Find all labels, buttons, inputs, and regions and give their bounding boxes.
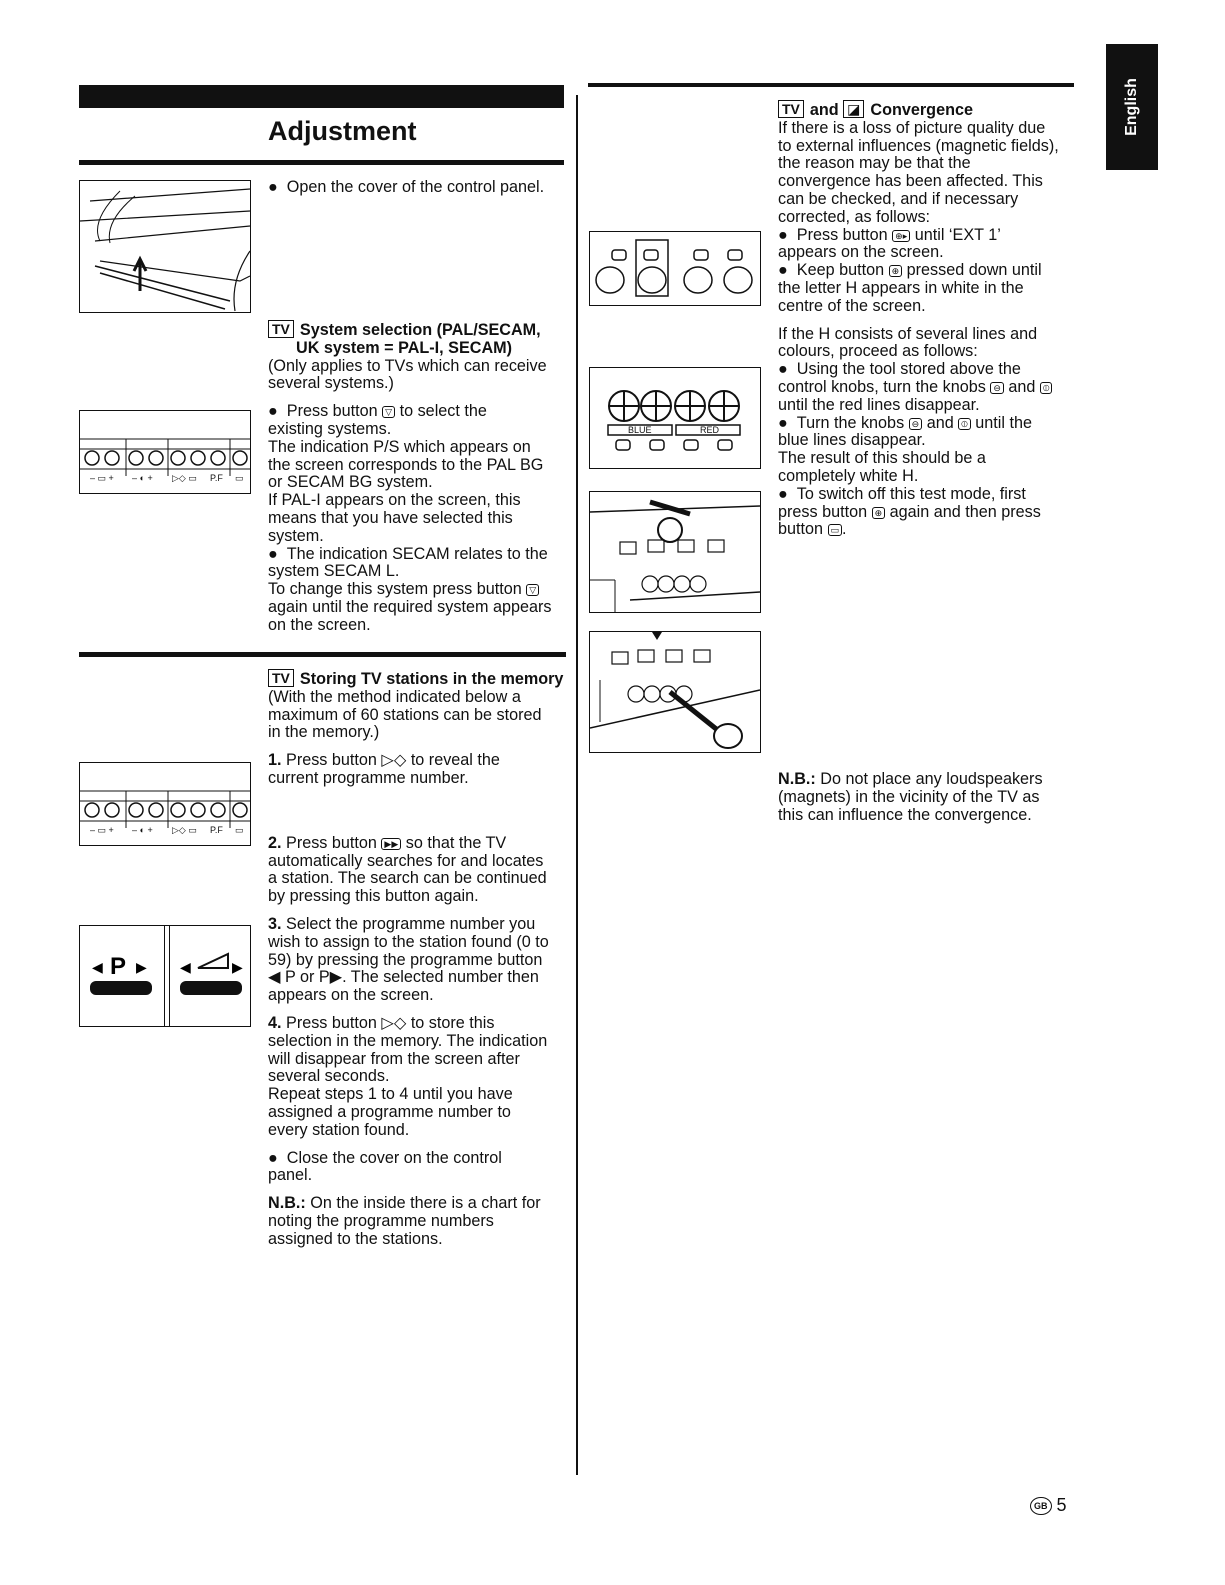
tv-cover-illustration <box>79 188 251 312</box>
tv-icon: TV <box>268 320 294 338</box>
page-footer: GB 5 <box>1030 1495 1067 1516</box>
store-button-icon: ▷◇ <box>381 751 407 770</box>
svg-text:◀: ◀ <box>92 959 103 975</box>
svg-text:▷◇ ▭: ▷◇ ▭ <box>172 825 197 835</box>
svg-text:▷◇ ▭: ▷◇ ▭ <box>172 473 197 483</box>
svg-text:– ◐ +: – ◐ + <box>132 825 153 835</box>
title-rule-left <box>79 160 564 165</box>
ext-button-icon: ⊕▸ <box>892 229 911 242</box>
convergence-note: N.B.: Do not place any loudspeakers (mag… <box>778 770 1043 824</box>
test-button-icon: ⊕ <box>871 506 886 519</box>
horizontal-knob-icon: ⊖ <box>990 381 1004 394</box>
arrow-right-icon: ▶ <box>329 968 343 987</box>
horizontal-knob-icon: ⊖ <box>908 417 923 430</box>
svg-text:▶: ▶ <box>136 959 147 975</box>
language-tab: English <box>1106 44 1158 170</box>
svg-text:◀: ◀ <box>180 959 191 975</box>
pf-label: P.F <box>210 473 223 483</box>
tv-icon: TV <box>778 100 804 118</box>
top-rule-right <box>588 83 1074 87</box>
control-panel-illustration: – ▭ + – ◐ + ▷◇ ▭ P.F ▭ <box>80 438 250 483</box>
svg-text:– ▭ +: – ▭ + <box>90 825 114 835</box>
figure-cover <box>79 180 251 313</box>
svg-text:– ▭ +: – ▭ + <box>90 473 114 483</box>
figure-tool-turning <box>589 631 761 753</box>
search-button-icon: ▶▶ <box>381 837 402 850</box>
red-label: RED <box>700 425 720 435</box>
svg-text:▭: ▭ <box>235 473 244 483</box>
figure-remote-buttons <box>589 231 761 306</box>
control-panel-illustration: – ▭ + – ◐ + ▷◇ ▭ P.F ▭ <box>80 790 250 835</box>
figure-control-panel-1: – ▭ + – ◐ + ▷◇ ▭ P.F ▭ <box>79 410 251 494</box>
remote-buttons-illustration <box>595 239 753 297</box>
language-tab-label: English <box>1123 78 1140 136</box>
convergence-knobs-illustration: BLUE RED <box>607 390 741 451</box>
page-title: Adjustment <box>268 116 417 146</box>
svg-text:▶: ▶ <box>232 959 243 975</box>
test-button-icon: ⊕ <box>888 265 903 278</box>
pf-label: P.F <box>210 825 223 835</box>
store-button-icon: ▷◇ <box>381 1013 407 1032</box>
vertical-knob-icon: ⦶ <box>1039 381 1053 394</box>
arrow-left-icon: ◀ <box>268 968 281 987</box>
open-cover-instruction: ● Open the cover of the control panel. <box>268 178 545 196</box>
gb-badge: GB <box>1030 1497 1052 1515</box>
column-divider <box>576 95 578 1475</box>
figure-tool-insertion <box>589 491 761 613</box>
system-button-icon: ▽ <box>382 406 396 419</box>
figure-control-panel-2: – ▭ + – ◐ + ▷◇ ▭ P.F ▭ <box>79 762 251 846</box>
blue-label: BLUE <box>628 425 652 435</box>
tool-insertion-illustration <box>589 499 761 612</box>
tv-icon: TV <box>268 669 294 687</box>
vertical-knob-icon: ⦶ <box>958 417 971 430</box>
page-number: 5 <box>1056 1495 1067 1515</box>
mid-rule-left <box>79 652 566 657</box>
figure-programme-buttons: ◀ P ▶ ◀ ▶ <box>79 925 251 1027</box>
svg-text:– ◐ +: – ◐ + <box>132 473 153 483</box>
programme-label: P <box>110 953 126 980</box>
top-rule-left <box>79 85 564 108</box>
convergence-icon: ◪ <box>843 100 865 118</box>
figure-convergence-knobs: BLUE RED <box>589 367 761 469</box>
tool-turning-illustration <box>589 632 761 749</box>
system-button-icon: ▽ <box>526 584 540 597</box>
tv-button-icon: ▭ <box>827 524 843 537</box>
svg-text:▭: ▭ <box>235 825 244 835</box>
programme-buttons-illustration: ◀ P ▶ ◀ ▶ <box>90 952 243 995</box>
